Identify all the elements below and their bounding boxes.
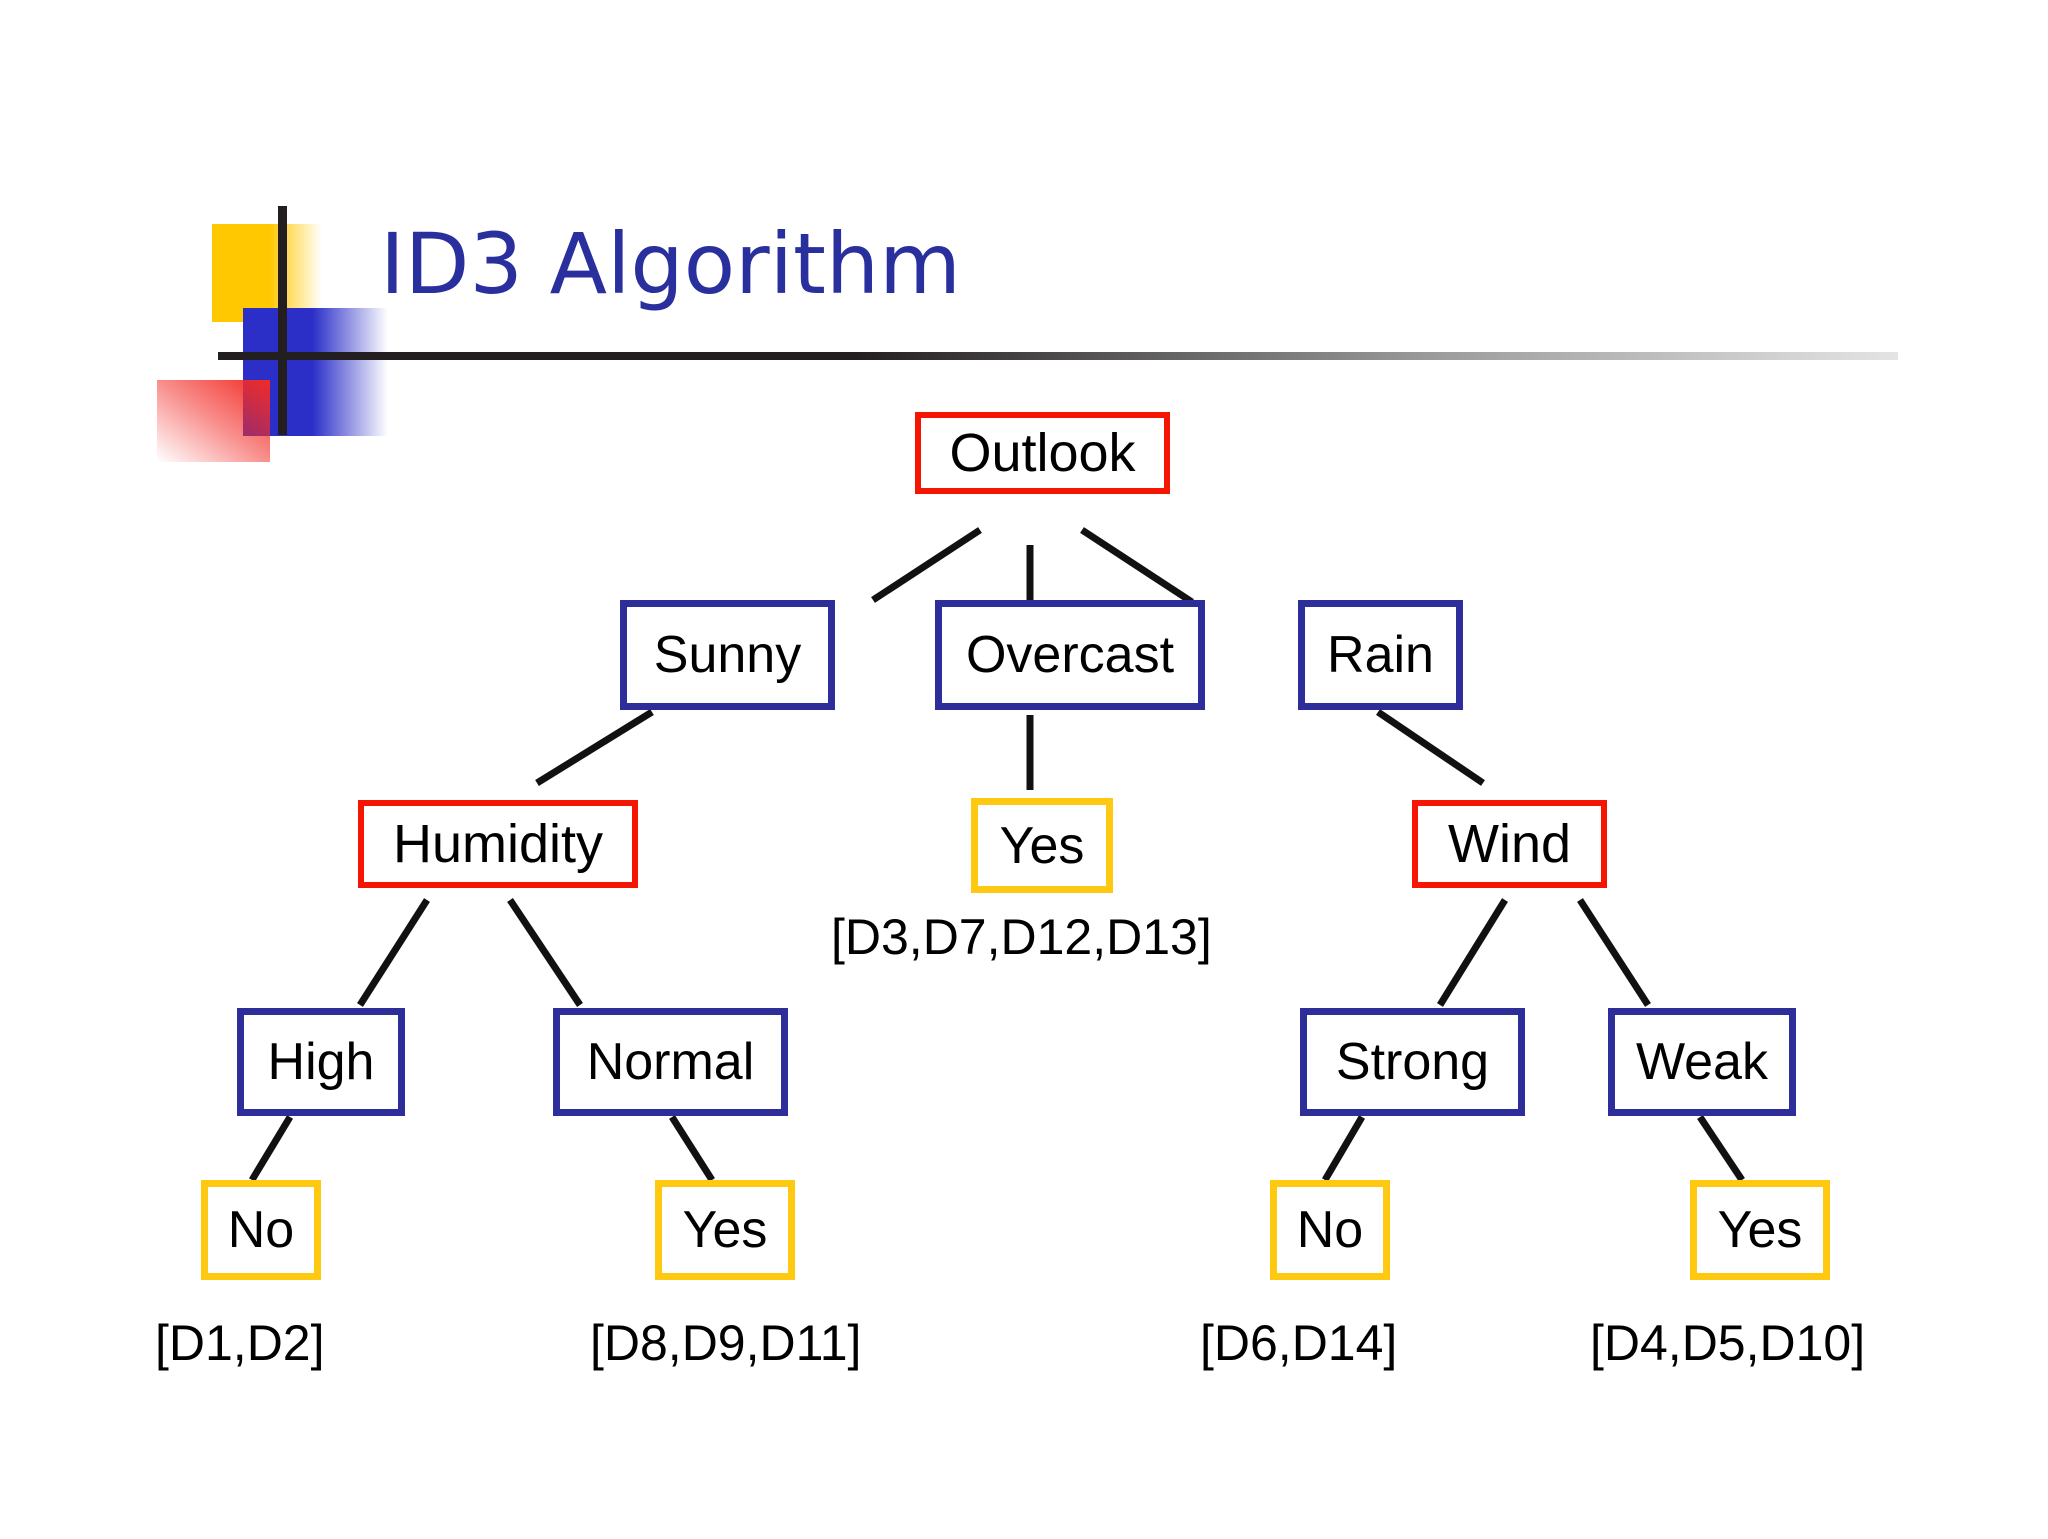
edge-humidity-normal <box>507 898 583 1007</box>
decoration-yellow-block <box>212 224 322 322</box>
edge-high-no <box>249 1115 293 1182</box>
tree-node-label: Yes <box>999 816 1085 875</box>
tree-node-label: No <box>227 1201 295 1259</box>
page-title: ID3 Algorithm <box>380 215 961 313</box>
slide-header: ID3 Algorithm <box>0 0 2048 462</box>
edge-strong-no <box>1321 1115 1366 1182</box>
dataset-label-high: [D1,D2] <box>155 1315 325 1371</box>
tree-node-wind[interactable]: Wind <box>1412 800 1607 888</box>
tree-node-no-high[interactable]: No <box>201 1180 321 1280</box>
tree-node-normal[interactable]: Normal <box>553 1008 788 1116</box>
tree-node-label: Weak <box>1636 1033 1768 1091</box>
tree-node-label: Strong <box>1335 1033 1490 1091</box>
decoration-red-block <box>157 380 270 462</box>
tree-node-yes-overcast[interactable]: Yes <box>971 798 1113 893</box>
tree-node-overcast[interactable]: Overcast <box>935 600 1205 710</box>
tree-node-rain[interactable]: Rain <box>1298 600 1463 710</box>
decoration-vertical-rule <box>278 206 287 435</box>
tree-node-label: Wind <box>1447 814 1572 874</box>
tree-node-label: Yes <box>1717 1201 1803 1259</box>
decoration-horizontal-rule <box>218 352 1898 360</box>
tree-node-sunny[interactable]: Sunny <box>620 600 835 710</box>
dataset-label-overcast: [D3,D7,D12,D13] <box>831 909 1212 965</box>
tree-node-outlook[interactable]: Outlook <box>915 412 1170 494</box>
edge-rain-wind <box>1376 709 1485 786</box>
edge-weak-yes <box>1697 1115 1745 1182</box>
tree-node-label: Sunny <box>653 626 802 684</box>
edge-sunny-humidity <box>535 709 654 786</box>
tree-node-strong[interactable]: Strong <box>1300 1008 1525 1116</box>
tree-node-label: Yes <box>682 1201 768 1259</box>
edge-normal-yes <box>669 1115 715 1182</box>
tree-node-label: Rain <box>1327 626 1434 684</box>
tree-node-label: No <box>1296 1201 1364 1259</box>
tree-node-yes-weak[interactable]: Yes <box>1690 1180 1830 1280</box>
tree-node-label: Normal <box>586 1033 755 1091</box>
edge-humidity-high <box>357 898 430 1007</box>
edge-wind-weak <box>1577 898 1651 1007</box>
dataset-label-weak: [D4,D5,D10] <box>1590 1315 1866 1371</box>
edge-outlook-rain <box>1080 527 1194 605</box>
edge-outlook-sunny <box>871 527 982 603</box>
tree-node-label: Overcast <box>965 626 1175 684</box>
dataset-label-strong: [D6,D14] <box>1200 1315 1398 1371</box>
tree-node-no-strong[interactable]: No <box>1270 1180 1390 1280</box>
edge-wind-strong <box>1437 898 1508 1007</box>
tree-node-label: High <box>267 1033 375 1091</box>
tree-node-humidity[interactable]: Humidity <box>358 800 638 888</box>
tree-node-yes-normal[interactable]: Yes <box>655 1180 795 1280</box>
tree-node-weak[interactable]: Weak <box>1608 1008 1796 1116</box>
tree-node-label: Outlook <box>949 423 1136 483</box>
tree-node-high[interactable]: High <box>237 1008 405 1116</box>
dataset-label-normal: [D8,D9,D11] <box>590 1315 862 1371</box>
tree-node-label: Humidity <box>392 814 604 874</box>
